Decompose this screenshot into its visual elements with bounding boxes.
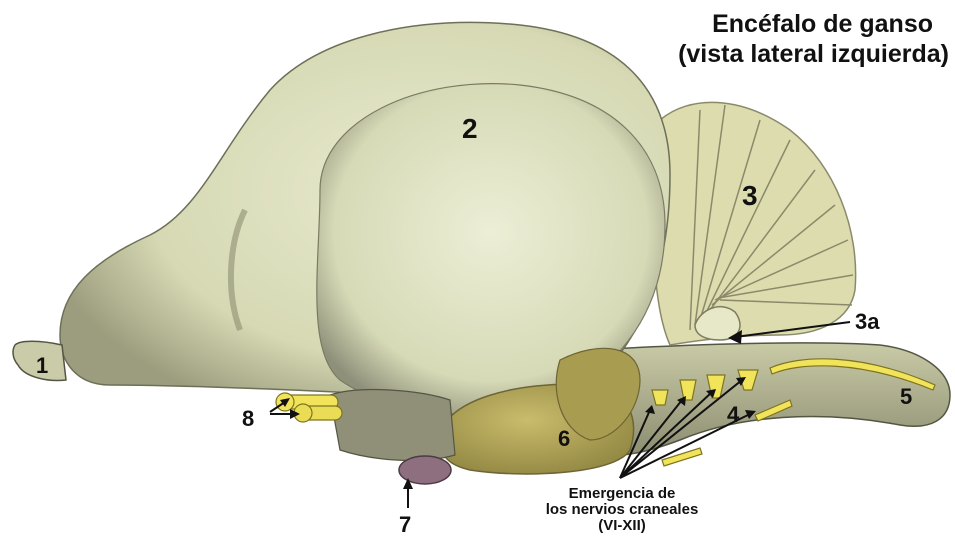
title-line-2: (vista lateral izquierda)	[678, 40, 949, 69]
caption-line-3: (VI-XII)	[527, 518, 717, 534]
ventral-diencephalon	[330, 390, 455, 461]
label-7: 7	[399, 512, 411, 538]
nerve-caption: Emergencia de los nervios craneales (VI-…	[527, 486, 717, 534]
label-3a: 3a	[855, 309, 879, 335]
label-2: 2	[462, 113, 478, 145]
brain-stem	[590, 343, 950, 455]
caption-line-2: los nervios craneales	[527, 502, 717, 518]
label-1: 1	[36, 353, 48, 379]
label-5: 5	[900, 384, 912, 410]
caption-line-1: Emergencia de	[527, 486, 717, 502]
title-line-1: Encéfalo de ganso	[712, 10, 933, 39]
label-8: 8	[242, 406, 254, 432]
label-6: 6	[558, 426, 570, 452]
label-4: 4	[727, 402, 739, 428]
label-3: 3	[742, 180, 758, 212]
pituitary	[399, 456, 451, 484]
optic-nerves	[276, 393, 342, 422]
